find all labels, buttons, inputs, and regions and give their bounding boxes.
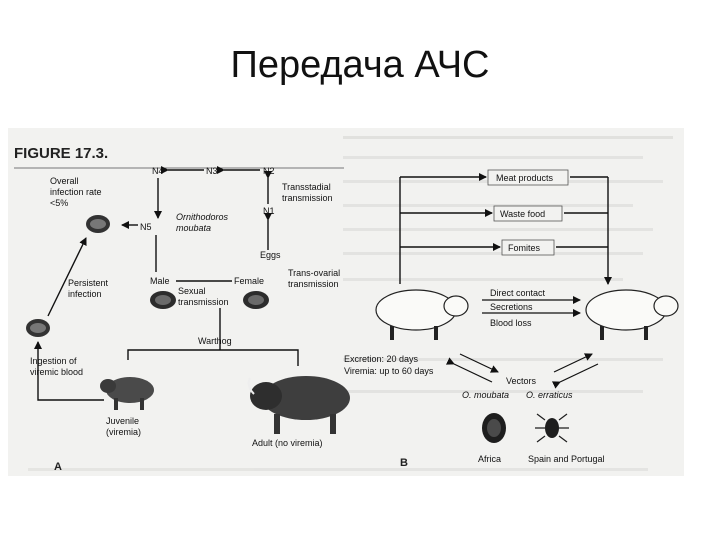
arrow-vector-to-pig-2 [551, 363, 599, 389]
stage-n4: N4 [152, 166, 164, 176]
stage-n3: N3 [206, 166, 218, 176]
meat-products-box [487, 169, 569, 186]
male-label: Male [150, 276, 170, 286]
tick-top-icon [86, 215, 110, 233]
panel-b: Meat products Waste food Fomites Direct … [344, 169, 679, 469]
secretions: Secretions [490, 302, 533, 312]
ingestion-line2: viremic blood [30, 367, 83, 377]
transovarial-line1: Trans-ovarial [288, 268, 340, 278]
waste-food-box [493, 205, 563, 222]
persistent-line2: infection [68, 289, 102, 299]
tick-species-line1: Ornithodoros [176, 212, 229, 222]
excretion: Excretion: 20 days [344, 354, 419, 364]
fomites-box [501, 239, 555, 256]
overall-rate-line1: Overall [50, 176, 79, 186]
transstadial-line2: transmission [282, 193, 333, 203]
arrow-ingestion [34, 341, 104, 401]
fomites: Fomites [508, 243, 541, 253]
o-erraticus-tick-icon [535, 413, 569, 443]
arrow-pig-to-vector-2 [445, 357, 493, 383]
tick-female-icon [243, 291, 269, 309]
o-erraticus: O. erraticus [526, 390, 573, 400]
juvenile-line2: (viremia) [106, 427, 141, 437]
stage-n1: N1 [263, 206, 275, 216]
eggs-label: Eggs [260, 250, 281, 260]
arrow-persistent [47, 237, 87, 317]
arrow-pig-to-vector-1 [459, 353, 499, 373]
figure-heading: FIGURE 17.3. [14, 145, 108, 162]
africa: Africa [478, 454, 501, 464]
warthog-label: Warthog [198, 336, 232, 346]
pig-left-icon [375, 289, 469, 340]
panel-b-letter: B [400, 457, 408, 469]
pig-right-icon [585, 289, 679, 340]
panel-a: Overall infection rate <5% N4 N3 N2 N1 N… [26, 166, 350, 473]
juvenile-line1: Juvenile [106, 416, 139, 426]
sexual-line2: transmission [178, 297, 229, 307]
panel-a-letter: A [54, 461, 62, 473]
tick-left-icon [26, 319, 50, 337]
warthog-bracket [127, 349, 299, 366]
slide-title: Передача АЧС [230, 44, 490, 86]
figure-17-3: FIGURE 17.3. Overall infection rate <5% … [8, 128, 684, 476]
overall-rate-line3: <5% [50, 198, 68, 208]
stage-n2: N2 [263, 166, 275, 176]
spain-portugal: Spain and Portugal [528, 454, 605, 464]
adult-warthog-icon [247, 376, 350, 434]
stage-n5: N5 [140, 222, 152, 232]
tick-male-icon [150, 291, 176, 309]
blood-loss: Blood loss [490, 318, 532, 328]
direct-contact: Direct contact [490, 288, 546, 298]
waste-food: Waste food [500, 209, 545, 219]
transstadial-line1: Transstadial [282, 182, 331, 192]
tick-species-line2: moubata [176, 223, 211, 233]
o-moubata: O. moubata [462, 390, 509, 400]
o-moubata-tick-icon [482, 413, 506, 443]
adult-label: Adult (no viremia) [252, 438, 323, 448]
juvenile-warthog-icon [100, 377, 154, 410]
overall-rate-line2: infection rate [50, 187, 102, 197]
arrow-vector-to-pig-1 [553, 353, 593, 373]
vectors: Vectors [506, 376, 537, 386]
meat-products: Meat products [496, 173, 554, 183]
female-label: Female [234, 276, 264, 286]
ingestion-line1: Ingestion of [30, 356, 77, 366]
viremia: Viremia: up to 60 days [344, 366, 434, 376]
persistent-line1: Persistent [68, 278, 109, 288]
sexual-line1: Sexual [178, 286, 206, 296]
transovarial-line2: transmission [288, 279, 339, 289]
